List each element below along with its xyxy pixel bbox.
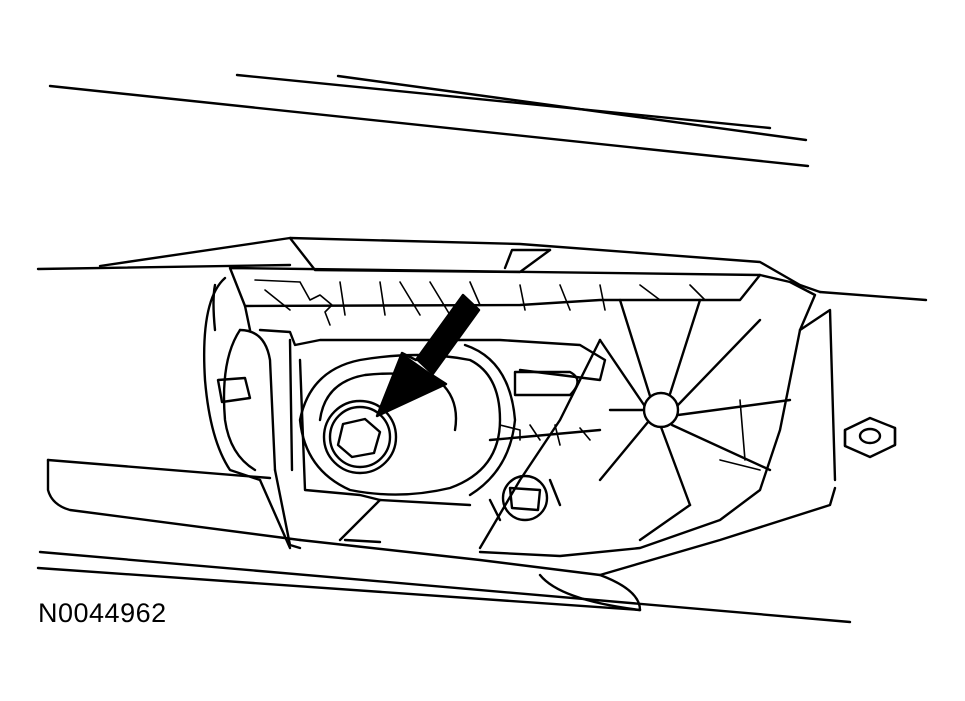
bracket-outline (98, 236, 837, 558)
pointer-arrow-icon (375, 293, 481, 418)
slot-features (488, 370, 602, 446)
hex-bolt-icon (322, 399, 398, 475)
lower-fitting (488, 474, 562, 522)
upper-body-lines (48, 73, 810, 168)
radial-ribs (478, 298, 792, 550)
lower-housing (46, 458, 837, 612)
inner-frame (254, 279, 706, 550)
rail-lines (36, 263, 928, 624)
loose-nut-icon (843, 416, 897, 459)
left-end-cap (202, 276, 292, 550)
part-number-label: N0044962 (38, 598, 167, 628)
